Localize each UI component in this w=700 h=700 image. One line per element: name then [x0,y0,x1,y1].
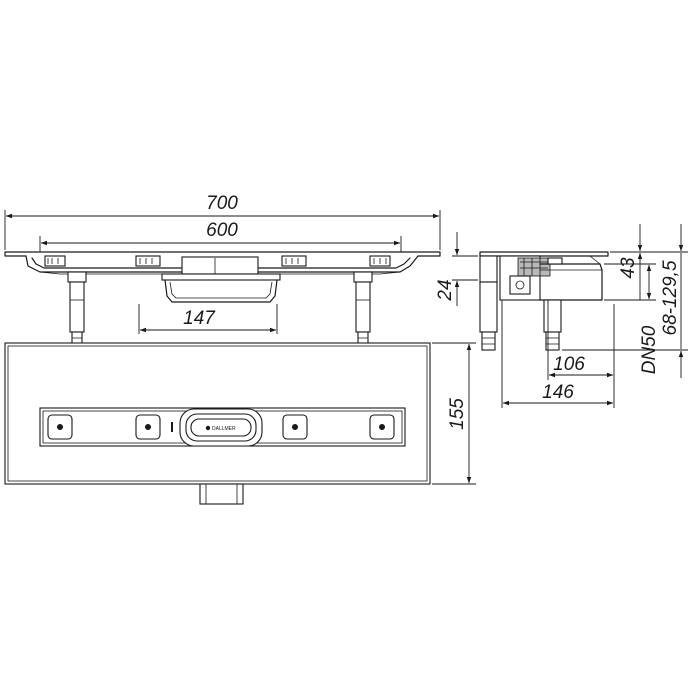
logo-text: DALLMER [212,426,236,432]
dim-label-106: 106 [553,354,585,375]
logo-icon [205,425,211,431]
top-plate [4,251,441,257]
fixing-pads [47,414,395,440]
dimension-overall-length: 700 [4,193,441,250]
channel-body [25,255,419,273]
dimension-outlet-size: DN50 [604,263,660,374]
outlet-stub [199,483,244,505]
dim-label-700: 700 [206,193,238,214]
dim-label-24: 24 [435,279,456,301]
dimension-top-offset: 43 [604,224,648,301]
side-section: 24 43 DN50 68-129,5 [435,224,688,408]
dimension-plan-width: 155 [432,342,476,485]
dimension-outlet-horizontal: 106 [547,300,615,380]
sump [164,279,278,303]
dim-label-600: 600 [206,220,238,241]
center-body [181,256,259,275]
dimension-inner-length: 600 [39,220,402,252]
dimension-side-overall: 146 [501,300,615,408]
dim-label-146: 146 [542,382,574,403]
dimension-height-range: 68-129,5 [562,224,688,378]
side-foot-left [479,281,498,333]
adjustable-feet [67,271,373,351]
dim-label-155: 155 [447,398,468,430]
dimension-center-width: 147 [138,304,278,334]
drain-body-plan: DALLMER [179,408,263,447]
dim-label-68-129-5: 68-129,5 [660,260,681,335]
dimension-side-height: 24 [435,232,478,306]
dim-label-43: 43 [618,257,639,279]
side-top-plate [479,251,609,257]
plan-view: DALLMER 155 [4,342,476,505]
dim-label-147: 147 [183,308,216,329]
front-elevation: 700 600 147 [4,193,441,351]
side-foot-right [543,299,562,333]
mounting-brackets [44,255,391,267]
